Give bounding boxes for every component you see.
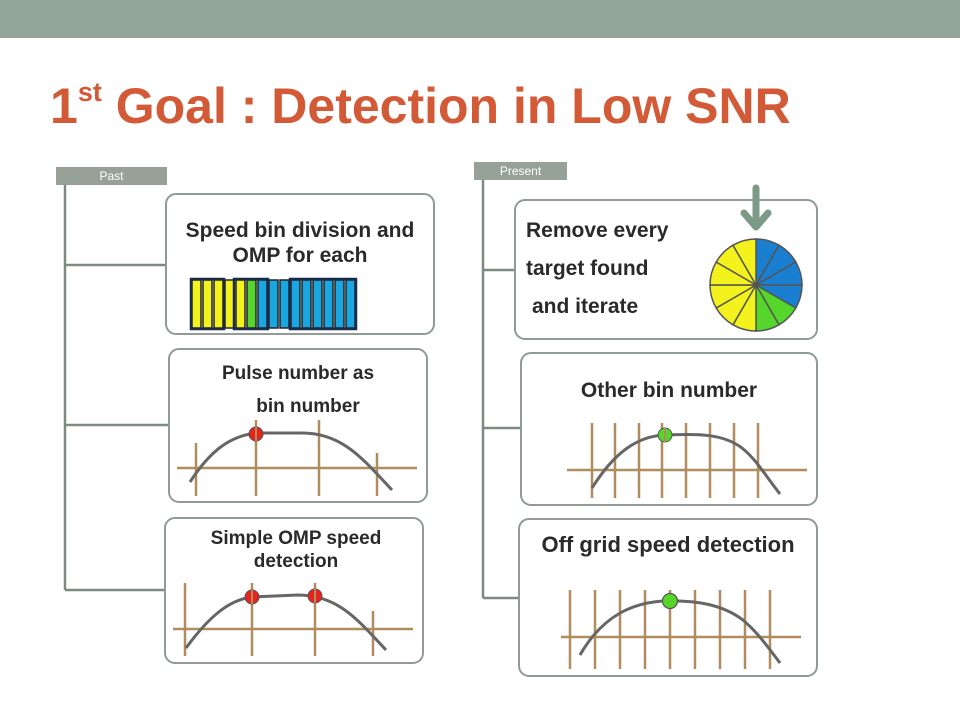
slide-title: 1st Goal : Detection in Low SNR [50,77,791,134]
card-text-line2: target found [526,257,649,280]
card-simple-omp: Simple OMP speed detection [164,517,424,664]
title-superscript: st [77,77,102,107]
simple-omp-plot [173,583,413,656]
other-bin-plot [567,423,807,498]
off-grid-plot [561,590,801,669]
present-label: Present [474,162,567,180]
card-text-line1: Remove every [526,219,669,242]
card-text: Other bin number [580,379,758,402]
pie-icon [709,184,803,332]
card-text-line2: bin number [256,396,360,417]
card-off-grid: Off grid speed detection [518,518,818,677]
card-text: Speed bin division and OMP for each [185,219,415,268]
title-text: Goal : Detection in Low SNR [101,78,791,134]
card-text-line3: and iterate [532,295,639,318]
title-number: 1 [50,78,78,134]
past-label: Past [56,167,167,185]
card-pulse-number: Pulse number as bin number [168,348,428,503]
pulse-number-plot [177,420,417,496]
card-text: Off grid speed detection [541,532,795,557]
card-text: Simple OMP speed detection [210,528,382,572]
card-text-line1: Pulse number as [221,363,375,384]
speed-bin-blocks [189,277,358,331]
down-arrow-icon [740,184,772,231]
top-bar [0,0,960,38]
